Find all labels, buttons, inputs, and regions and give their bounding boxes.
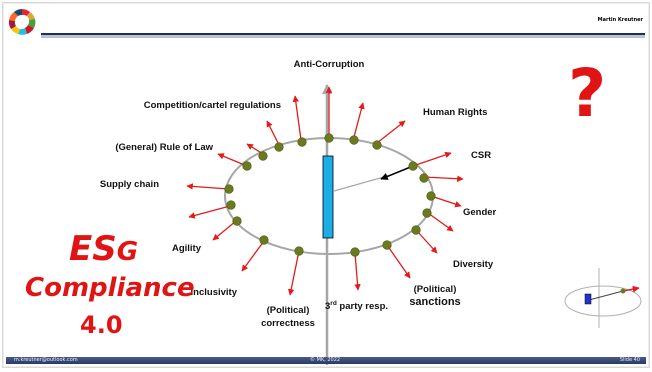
arrow-rule-of-law-2 bbox=[217, 153, 248, 167]
arrow-diversity bbox=[416, 230, 438, 254]
title-esg: ESG bbox=[69, 232, 138, 266]
label-inclusivity: Inclusivity bbox=[191, 287, 238, 298]
footer-bar: m.kreutner@outlook.com © MK, 2022 Slide … bbox=[6, 357, 646, 364]
ring-node bbox=[224, 184, 234, 194]
central-bar bbox=[322, 155, 334, 239]
label-political-correctness-line1: (Political) bbox=[267, 305, 310, 316]
ring-node bbox=[274, 142, 284, 152]
arrow-csr bbox=[412, 151, 452, 167]
title-version: 4.0 bbox=[80, 311, 123, 339]
arrow-inclusivity bbox=[241, 240, 265, 272]
label-political-correctness-line2: correctness bbox=[261, 318, 315, 329]
title-compliance: Compliance bbox=[25, 273, 195, 303]
label-sanctions-line1: (Political) bbox=[414, 284, 457, 295]
ring-node bbox=[226, 200, 236, 210]
label-anti-corruption: Anti-Corruption bbox=[294, 59, 365, 70]
ring-node bbox=[259, 235, 269, 245]
ring-node bbox=[419, 173, 429, 183]
arrow-gender-2 bbox=[427, 212, 454, 232]
label-gender: Gender bbox=[463, 207, 497, 218]
footer-slide-number: Slide 40 bbox=[619, 357, 640, 363]
title-esg-g: G bbox=[116, 237, 139, 267]
ring-node bbox=[232, 216, 242, 226]
arrow-competition-2 bbox=[266, 120, 280, 146]
title-esg-es: ES bbox=[69, 229, 117, 269]
ring-node bbox=[372, 140, 382, 150]
ring-node bbox=[297, 137, 307, 147]
author-name: Martin Kreutner bbox=[597, 17, 643, 23]
sdg-color-wheel-icon bbox=[8, 9, 36, 35]
label-agility: Agility bbox=[172, 243, 202, 254]
label-competition: Competition/cartel regulations bbox=[144, 100, 281, 111]
radius-pointer-arrow bbox=[380, 165, 414, 180]
label-third-party: 3rd party resp. bbox=[325, 300, 388, 312]
label-csr: CSR bbox=[471, 150, 491, 161]
question-mark: ? bbox=[568, 55, 607, 132]
arrow-human-rights bbox=[353, 102, 365, 138]
orbit-3d-icon bbox=[564, 268, 642, 328]
ring-node bbox=[350, 247, 360, 257]
header-rule-shadow bbox=[41, 35, 645, 38]
arrow-human-rights-2 bbox=[376, 120, 406, 144]
arrow-agility bbox=[212, 220, 237, 241]
arrow-supply-chain-2 bbox=[188, 205, 231, 219]
arrow-third-party bbox=[354, 252, 361, 291]
header-rule bbox=[41, 33, 645, 35]
radius-line bbox=[333, 174, 392, 192]
ring-node bbox=[258, 151, 268, 161]
label-diversity: Diversity bbox=[453, 259, 494, 270]
label-supply-chain: Supply chain bbox=[100, 179, 159, 190]
slide: Martin Kreutner bbox=[2, 2, 650, 368]
label-sanctions-line2: sanctions bbox=[409, 296, 460, 308]
arrow-supply-chain bbox=[186, 183, 230, 190]
arrow-competition bbox=[292, 95, 302, 141]
arrow-gender bbox=[430, 195, 462, 208]
ring-node bbox=[411, 225, 421, 235]
ring-node bbox=[382, 240, 392, 250]
label-rule-of-law: (General) Rule of Law bbox=[115, 142, 213, 153]
footer-copyright: © MK, 2022 bbox=[310, 357, 341, 363]
esg-compliance-diagram: Anti-Corruption Competition/cartel regul… bbox=[100, 59, 642, 365]
ring-node bbox=[294, 246, 304, 256]
arrow-csr-2 bbox=[423, 175, 464, 182]
ring-node bbox=[242, 161, 252, 171]
ring-node bbox=[422, 208, 432, 218]
arrow-sanctions bbox=[386, 244, 411, 279]
ring-node bbox=[408, 161, 418, 171]
footer-email[interactable]: m.kreutner@outlook.com bbox=[14, 357, 78, 363]
ring-node bbox=[324, 133, 334, 143]
arrow-political-correctness bbox=[287, 250, 300, 296]
ring-node bbox=[426, 191, 436, 201]
label-human-rights: Human Rights bbox=[423, 107, 487, 118]
ring-node bbox=[349, 135, 359, 145]
